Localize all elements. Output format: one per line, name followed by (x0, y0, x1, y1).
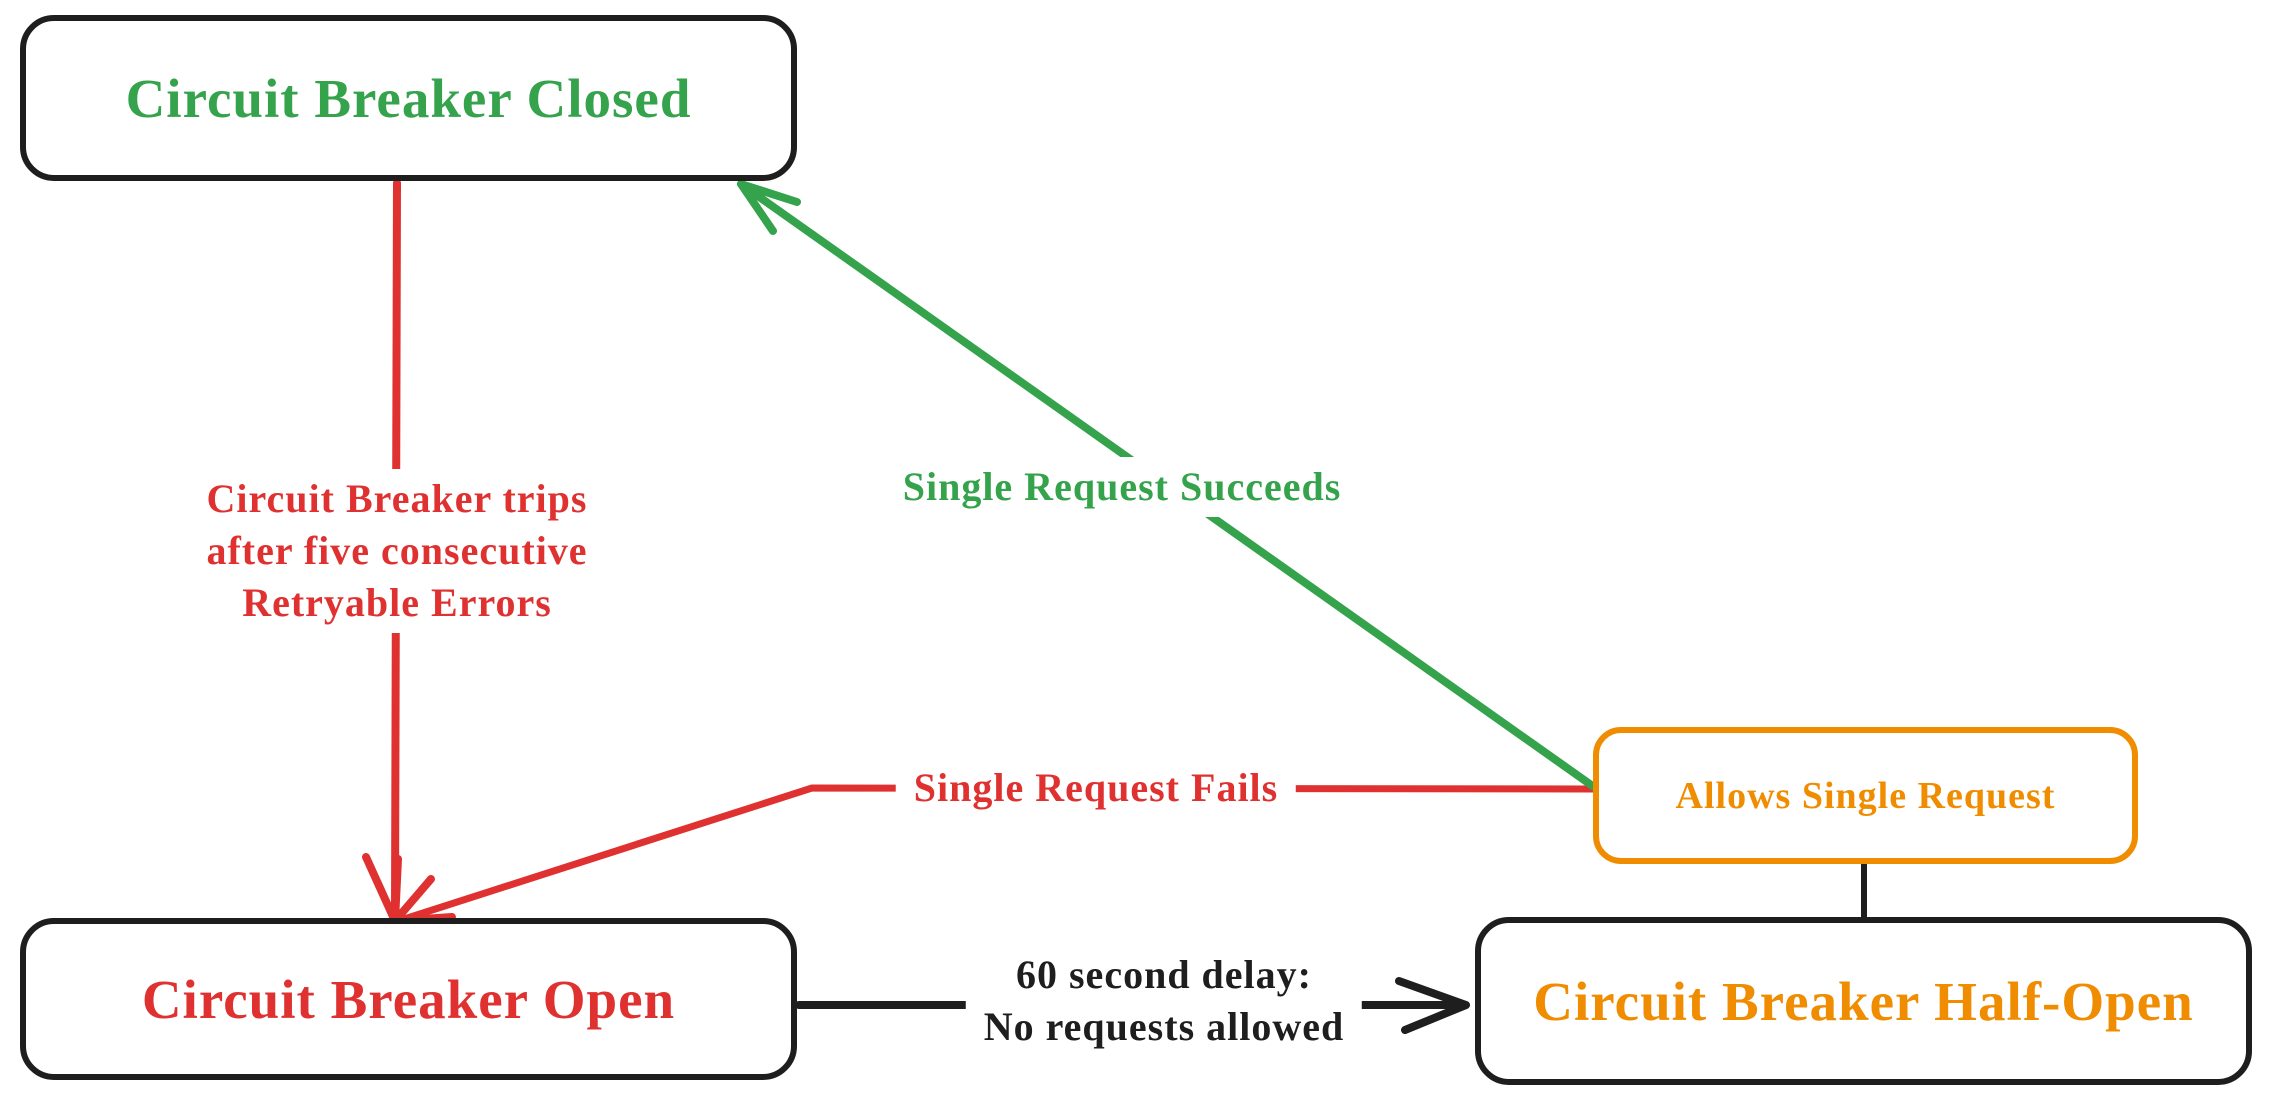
node-circuit-breaker-closed-label: Circuit Breaker Closed (125, 67, 692, 129)
node-circuit-breaker-half-open: Circuit Breaker Half-Open (1475, 917, 2252, 1085)
node-allows-single-request: Allows Single Request (1593, 727, 2138, 864)
node-allows-single-request-label: Allows Single Request (1675, 774, 2056, 817)
node-circuit-breaker-half-open-label: Circuit Breaker Half-Open (1533, 970, 2194, 1032)
edge-label-delay: 60 second delay: No requests allowed (965, 945, 1363, 1057)
node-circuit-breaker-open: Circuit Breaker Open (20, 918, 797, 1080)
edge-succeed-arrowhead (737, 180, 801, 235)
edge-label-single-request-fails: Single Request Fails (895, 758, 1297, 818)
node-circuit-breaker-open-label: Circuit Breaker Open (141, 968, 676, 1030)
edge-delay-arrowhead (1395, 977, 1470, 1034)
edge-trip-arrowhead (362, 853, 456, 925)
edge-label-trip: Circuit Breaker trips after five consecu… (188, 469, 606, 633)
edge-fail-line (394, 784, 1597, 925)
node-circuit-breaker-closed: Circuit Breaker Closed (20, 15, 797, 181)
edge-label-single-request-succeeds: Single Request Succeeds (884, 457, 1360, 517)
